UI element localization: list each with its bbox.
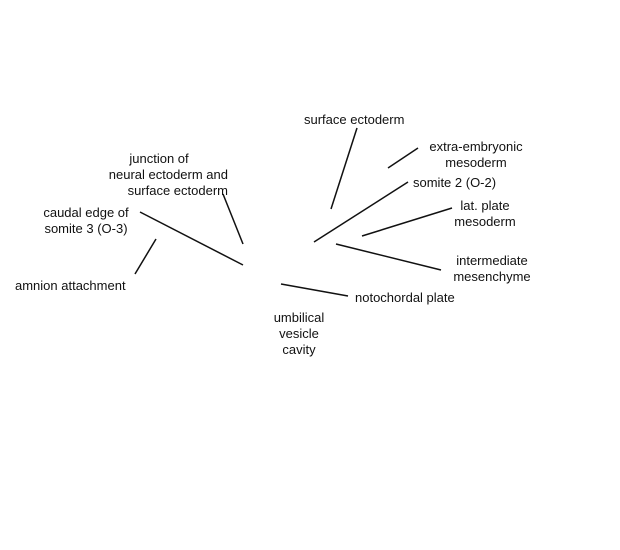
- leader-junction: [222, 193, 244, 245]
- leader-lat-plate-mesoderm: [361, 207, 453, 237]
- leader-surface-ectoderm: [330, 127, 358, 210]
- label-junction: junction of neural ectoderm and surface …: [108, 151, 228, 198]
- label-amnion-attachment: amnion attachment: [15, 278, 126, 293]
- leader-caudal-edge: [139, 211, 244, 266]
- label-somite-2: somite 2 (O-2): [413, 175, 497, 190]
- label-extra-embryonic-mesoderm: extra-embryonic mesoderm: [429, 139, 523, 170]
- leader-extra-embryonic-mesoderm: [387, 147, 419, 169]
- leader-amnion-attachment: [134, 238, 157, 275]
- label-notochordal-plate: notochordal plate: [355, 290, 455, 305]
- label-lat-plate-mesoderm: lat. plate mesoderm: [454, 198, 516, 229]
- leader-somite-2: [313, 181, 409, 243]
- leader-notochordal-plate: [280, 283, 349, 297]
- leader-intermediate-mesenchyme: [335, 243, 442, 271]
- label-surface-ectoderm: surface ectoderm: [304, 112, 405, 127]
- label-umbilical-vesicle-cavity: umbilical vesicle cavity: [273, 310, 325, 357]
- label-caudal-edge: caudal edge of somite 3 (O-3): [43, 205, 129, 236]
- label-intermediate-mesenchyme: intermediate mesenchyme: [453, 253, 531, 284]
